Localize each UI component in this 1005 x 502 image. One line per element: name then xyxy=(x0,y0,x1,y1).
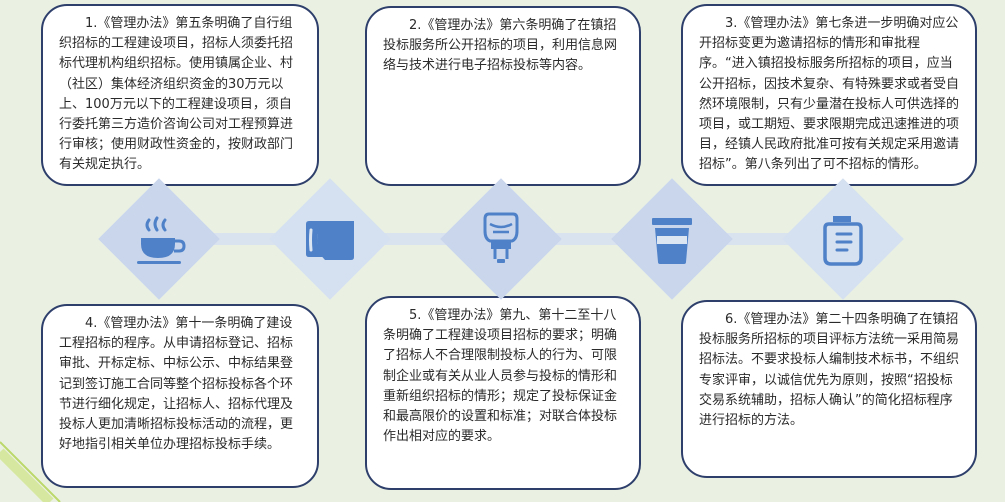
text-box-6-content: 6.《管理办法》第二十四条明确了在镇招投标服务所招标的项目评标方法统一采用简易招… xyxy=(699,312,960,429)
text-box-1: 1.《管理办法》第五条明确了自行组织招标的工程建设项目，招标人须委托招标代理机构… xyxy=(41,4,319,186)
text-box-2: 2.《管理办法》第六条明确了在镇招投标服务所公开招标的项目，利用信息网络与技术进… xyxy=(365,6,641,186)
text-box-3: 3.《管理办法》第七条进一步明确对应公开招标变更为邀请招标的情形和审批程序。“进… xyxy=(681,4,977,186)
paper-cup-icon xyxy=(652,218,692,264)
text-box-6: 6.《管理办法》第二十四条明确了在镇招投标服务所招标的项目评标方法统一采用简易招… xyxy=(681,300,977,478)
blender-icon xyxy=(483,212,519,263)
text-box-4-content: 4.《管理办法》第十一条明确了建设工程招标的程序。从申请招标登记、招标审批、开标… xyxy=(59,316,294,453)
corner-decoration xyxy=(0,441,61,502)
text-box-5: 5.《管理办法》第九、第十二至十八条明确了工程建设项目招标的要求；明确了招标人不… xyxy=(365,296,641,490)
text-box-5-content: 5.《管理办法》第九、第十二至十八条明确了工程建设项目招标的要求；明确了招标人不… xyxy=(383,308,618,445)
text-box-4: 4.《管理办法》第十一条明确了建设工程招标的程序。从申请招标登记、招标审批、开标… xyxy=(41,304,319,488)
text-box-3-content: 3.《管理办法》第七条进一步明确对应公开招标变更为邀请招标的情形和审批程序。“进… xyxy=(699,16,960,173)
coffee-cup-icon xyxy=(137,216,186,264)
text-box-2-content: 2.《管理办法》第六条明确了在镇招投标服务所公开招标的项目，利用信息网络与技术进… xyxy=(383,18,618,74)
text-box-1-content: 1.《管理办法》第五条明确了自行组织招标的工程建设项目，招标人须委托招标代理机构… xyxy=(59,16,294,173)
jar-icon xyxy=(823,216,863,266)
mug-icon xyxy=(306,221,354,260)
